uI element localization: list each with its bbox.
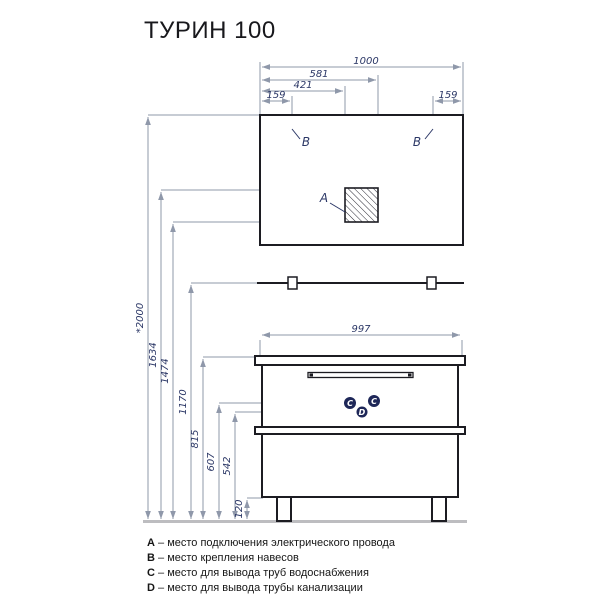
legend-text-c: – место для вывода труб водоснабжения bbox=[158, 567, 369, 579]
water-outlet-badge-left bbox=[344, 397, 356, 409]
marker-b-left-label: B bbox=[302, 135, 310, 149]
dim-label-shelf-height: 1170 bbox=[178, 389, 189, 414]
dim-label-total-height: *2000 bbox=[135, 303, 146, 333]
dim-label-full-width: 1000 bbox=[353, 56, 378, 67]
marker-a-label: A bbox=[319, 191, 328, 205]
legend-item-d: D – место для вывода трубы канализации bbox=[147, 581, 395, 596]
cabinet-divider bbox=[254, 426, 466, 435]
dim-label-socket-bottom: 1474 bbox=[160, 358, 171, 383]
mirror-group: A B B bbox=[259, 114, 464, 246]
legend-letter-c: C bbox=[147, 567, 155, 579]
cabinet-group: C C D bbox=[254, 355, 466, 522]
dim-label-drain-outlet: 542 bbox=[222, 456, 233, 475]
shelf-clip-right bbox=[426, 276, 437, 290]
cabinet-countertop bbox=[254, 355, 466, 366]
marker-a-leader bbox=[329, 202, 346, 213]
water-outlet-badge-right bbox=[368, 395, 380, 407]
cabinet-lower-drawer bbox=[261, 433, 459, 498]
drawer-handle bbox=[307, 371, 414, 379]
marker-c-left-label: C bbox=[347, 399, 353, 408]
cabinet-leg-right bbox=[431, 496, 447, 522]
dim-label-water-outlet: 607 bbox=[206, 452, 217, 472]
legend-letter-b: B bbox=[147, 552, 155, 564]
marker-b-left-leader bbox=[291, 128, 301, 140]
dim-label-socket-right: 581 bbox=[309, 69, 328, 80]
dim-label-plinth: 120 bbox=[234, 499, 245, 518]
dim-label-hanger-right: 159 bbox=[438, 90, 457, 101]
legend: A – место подключения электрического про… bbox=[147, 536, 395, 596]
dimensions-left: *2000 1634 1474 1170 815 607 542 120 bbox=[135, 114, 358, 519]
dim-label-socket-left: 421 bbox=[293, 80, 312, 91]
drain-outlet-badge bbox=[356, 406, 368, 418]
marker-b-right-label: B bbox=[413, 135, 421, 149]
marker-c-right-label: C bbox=[371, 397, 377, 406]
legend-text-b: – место крепления навесов bbox=[158, 552, 299, 564]
legend-letter-d: D bbox=[147, 582, 155, 594]
dim-label-hanger-left: 159 bbox=[266, 90, 285, 101]
drawing-title: ТУРИН 100 bbox=[144, 17, 276, 44]
dimension-cabinet-width: 997 bbox=[259, 324, 463, 356]
drawer-handle-cap-right bbox=[408, 373, 412, 377]
legend-item-a: A – место подключения электрического про… bbox=[147, 536, 395, 551]
socket-zone-hatched bbox=[344, 187, 379, 223]
dim-label-cabinet-width: 997 bbox=[351, 324, 371, 335]
legend-text-a: – место подключения электрического прово… bbox=[158, 537, 395, 549]
legend-text-d: – место для вывода трубы канализации bbox=[158, 582, 363, 594]
marker-d-label: D bbox=[359, 408, 366, 417]
shelf-clip-left bbox=[287, 276, 298, 290]
dim-label-socket-top: 1634 bbox=[148, 342, 159, 367]
drawer-handle-cap-left bbox=[309, 373, 313, 377]
legend-letter-a: A bbox=[147, 537, 155, 549]
mirror-outline bbox=[259, 114, 464, 246]
dim-label-cabinet-top: 815 bbox=[190, 429, 201, 448]
legend-item-c: C – место для вывода труб водоснабжения bbox=[147, 566, 395, 581]
shelf-group bbox=[257, 276, 464, 290]
legend-item-b: B – место крепления навесов bbox=[147, 551, 395, 566]
marker-b-right-leader bbox=[424, 128, 434, 140]
cabinet-leg-left bbox=[276, 496, 292, 522]
